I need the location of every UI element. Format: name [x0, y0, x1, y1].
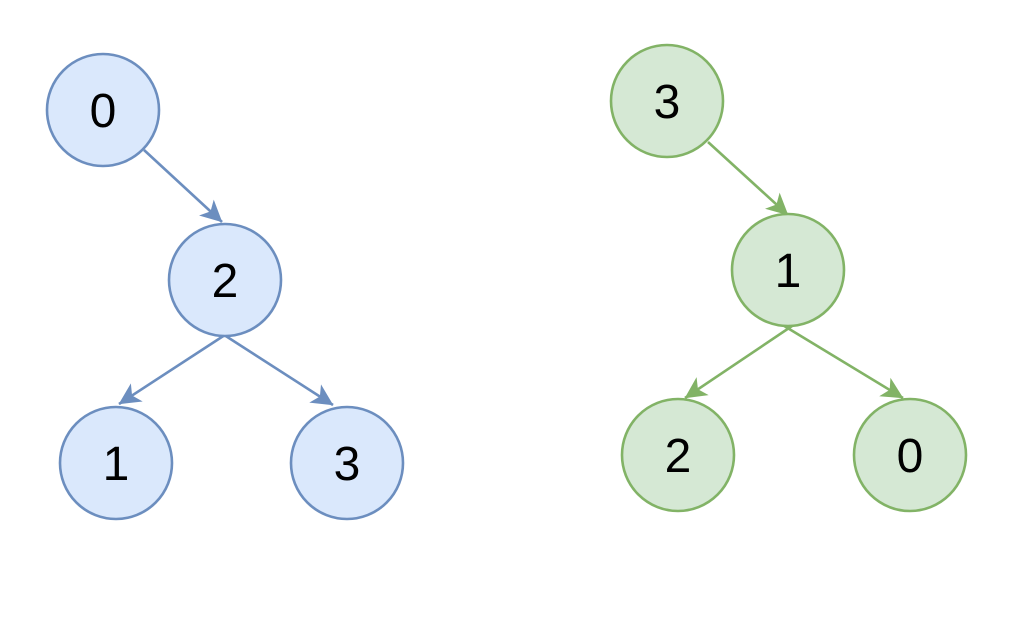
- node-circle: [730, 212, 846, 328]
- tree-node-1: 1: [730, 212, 846, 328]
- node-label: 2: [665, 430, 692, 483]
- tree-node-3: 3: [289, 405, 405, 521]
- edge-0-to-2: [143, 149, 223, 223]
- tree-node-3: 3: [609, 43, 725, 159]
- edge-2-to-3: [217, 329, 334, 407]
- node-label: 3: [334, 438, 361, 491]
- node-label: 2: [212, 255, 239, 308]
- edge-3-to-1: [707, 141, 789, 216]
- node-label: 0: [90, 85, 117, 138]
- tree-node-2: 2: [167, 222, 283, 338]
- tree-node-0: 0: [852, 397, 968, 513]
- edge-1-to-2: [684, 322, 796, 400]
- tree-node-0: 0: [45, 52, 161, 168]
- node-circle: [620, 397, 736, 513]
- node-label: 1: [103, 438, 130, 491]
- node-circle: [289, 405, 405, 521]
- node-circle: [852, 397, 968, 513]
- node-circle: [609, 43, 725, 159]
- right-tree-green: 3 1 2 0: [609, 43, 968, 513]
- node-label: 0: [897, 430, 924, 483]
- edge-1-to-0: [780, 322, 904, 400]
- edge-2-to-1: [118, 329, 232, 406]
- tree-node-2: 2: [620, 397, 736, 513]
- node-circle: [45, 52, 161, 168]
- left-tree-blue: 0 2 1 3: [45, 52, 405, 521]
- tree-node-1: 1: [58, 405, 174, 521]
- node-label: 1: [775, 245, 802, 298]
- node-circle: [58, 405, 174, 521]
- node-circle: [167, 222, 283, 338]
- node-label: 3: [654, 76, 681, 129]
